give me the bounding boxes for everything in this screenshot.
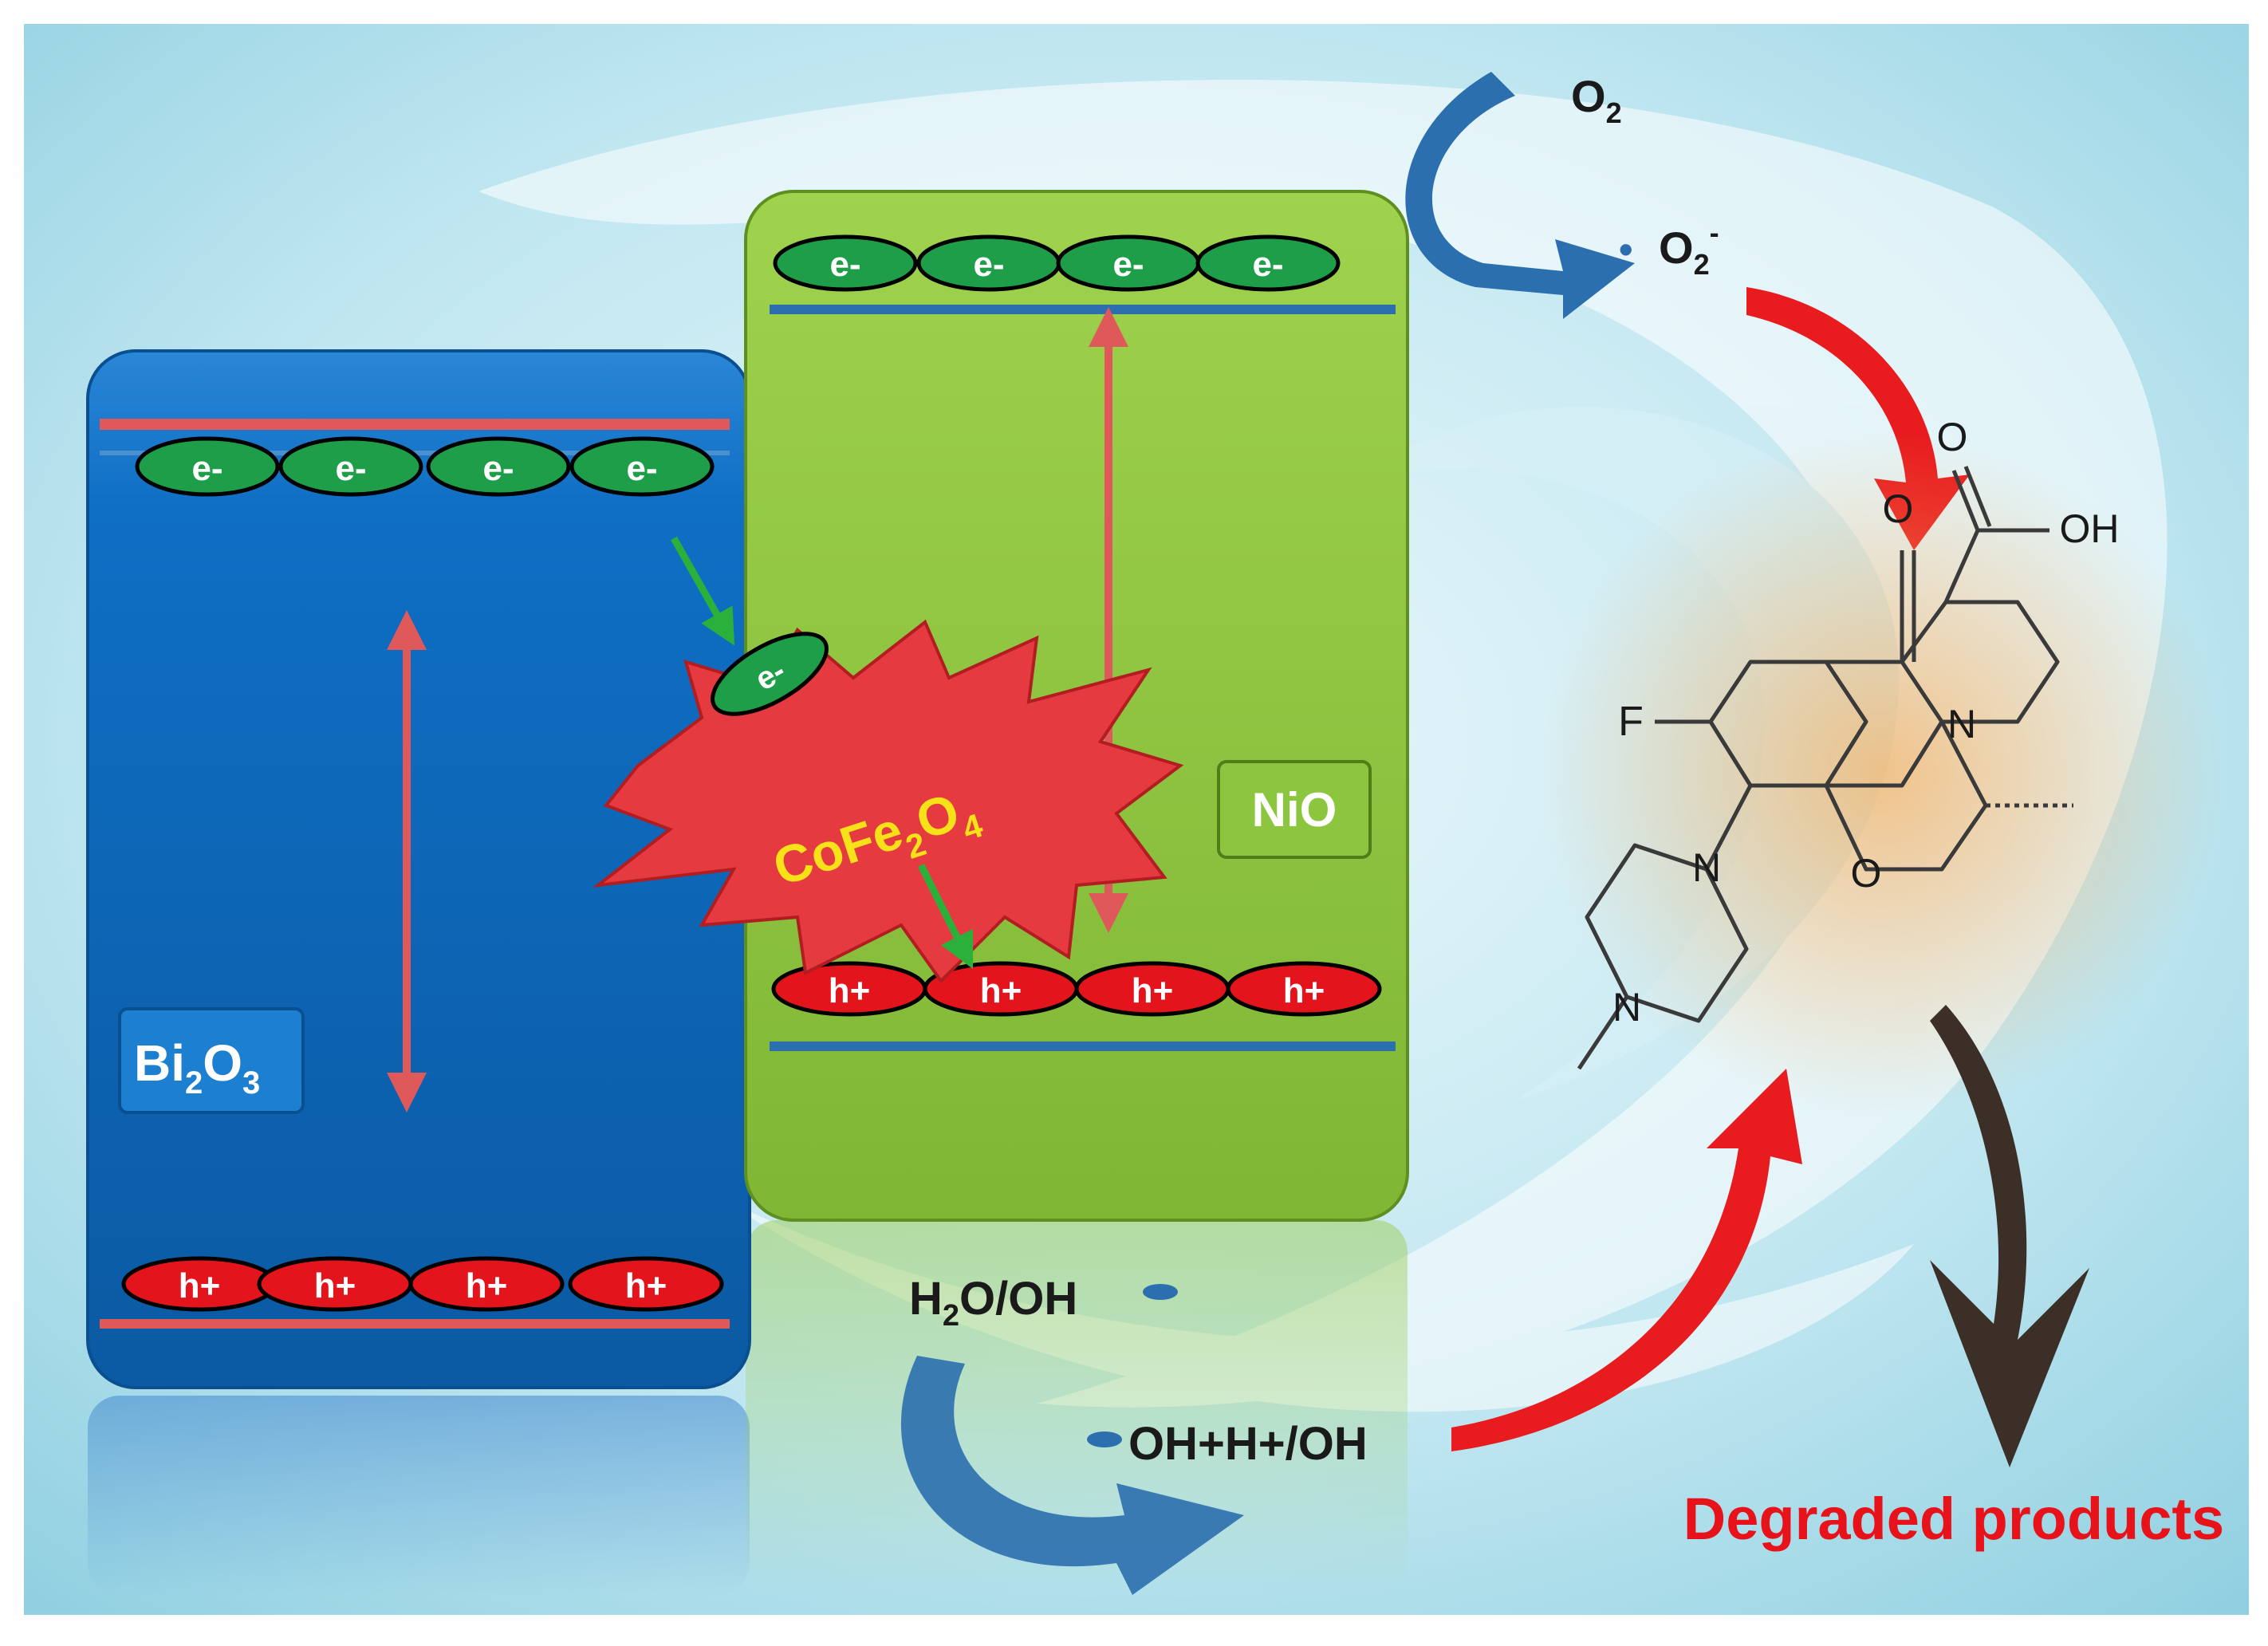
bi2o3-label-box bbox=[118, 1007, 305, 1114]
hole-label: h+ bbox=[829, 971, 871, 1010]
atom-o-acid: O bbox=[1937, 415, 1968, 459]
nio-electrons: e- e- e- e- bbox=[773, 234, 1341, 292]
electron-label: e- bbox=[1112, 245, 1144, 284]
hole bbox=[408, 1256, 565, 1312]
levofloxacin-molecule: O O OH F N N N O bbox=[1539, 415, 2225, 1116]
electron bbox=[135, 436, 280, 497]
atom-o-keto: O bbox=[1883, 486, 1914, 531]
nio-label-box bbox=[1217, 760, 1372, 859]
degradation-arrow bbox=[1930, 1005, 2089, 1467]
electron-transfer-arrow bbox=[671, 536, 735, 646]
charge-dot bbox=[1143, 1284, 1178, 1300]
o2-label: O2 bbox=[1571, 71, 1622, 129]
hole-label: h+ bbox=[314, 1266, 356, 1305]
transferred-electron bbox=[711, 632, 829, 716]
electron bbox=[569, 436, 715, 497]
hole-label: h+ bbox=[466, 1266, 508, 1305]
atom-f: F bbox=[1618, 699, 1644, 745]
electron bbox=[426, 436, 571, 497]
electron-label: e- bbox=[973, 245, 1004, 284]
nio-label: NiO bbox=[1252, 783, 1337, 837]
atom-n-piperazine-1: N bbox=[1692, 845, 1721, 890]
electron-label: e- bbox=[626, 449, 657, 488]
electron-label: e- bbox=[482, 449, 514, 488]
superoxide-label: O2- bbox=[1659, 216, 1719, 281]
hole bbox=[568, 1256, 724, 1312]
hole-label: h+ bbox=[625, 1266, 667, 1305]
degraded-products-label: Degraded products bbox=[1683, 1486, 2224, 1552]
atom-o-ether: O bbox=[1851, 851, 1882, 896]
hole-label: h+ bbox=[980, 971, 1022, 1010]
electron-label: e- bbox=[335, 449, 366, 488]
nio-holes: h+ h+ h+ h+ bbox=[771, 961, 1382, 1017]
hole-label: h+ bbox=[179, 1266, 221, 1305]
o2-reduction-arrow bbox=[1405, 72, 1635, 319]
electron bbox=[278, 436, 423, 497]
hole-label: h+ bbox=[1283, 971, 1325, 1010]
superoxide-dot: • bbox=[1619, 227, 1633, 272]
bi2o3-reflection bbox=[88, 1396, 750, 1595]
atom-oh: OH bbox=[2060, 506, 2120, 551]
bi2o3-electrons: e- e- e- e- bbox=[135, 436, 715, 497]
atom-n-piperazine-2: N bbox=[1612, 985, 1641, 1030]
water-oxidation-arrow bbox=[900, 1356, 1244, 1595]
charge-dot bbox=[1087, 1431, 1122, 1447]
molecule-glow bbox=[1539, 431, 2225, 1116]
electron bbox=[773, 234, 918, 292]
nio-reflection bbox=[746, 1220, 1408, 1595]
electron-label: e- bbox=[829, 245, 860, 284]
atom-n-ring: N bbox=[1947, 702, 1976, 746]
hydroxyl-attack-arrow bbox=[1451, 1069, 1802, 1451]
hole bbox=[1226, 961, 1382, 1017]
bi2o3-label: Bi2O3 bbox=[134, 1034, 260, 1101]
hydroxyl-label: OH+H+/OH bbox=[1128, 1418, 1368, 1470]
hole-label: h+ bbox=[1132, 971, 1174, 1010]
electron bbox=[1195, 234, 1341, 292]
water-label: H2O/OH bbox=[909, 1273, 1077, 1333]
bi2o3-holes: h+ h+ h+ h+ bbox=[121, 1256, 724, 1312]
electron-label: e- bbox=[1252, 245, 1283, 284]
electron-label: e- bbox=[191, 449, 222, 488]
hole-transfer-arrow bbox=[917, 863, 974, 970]
